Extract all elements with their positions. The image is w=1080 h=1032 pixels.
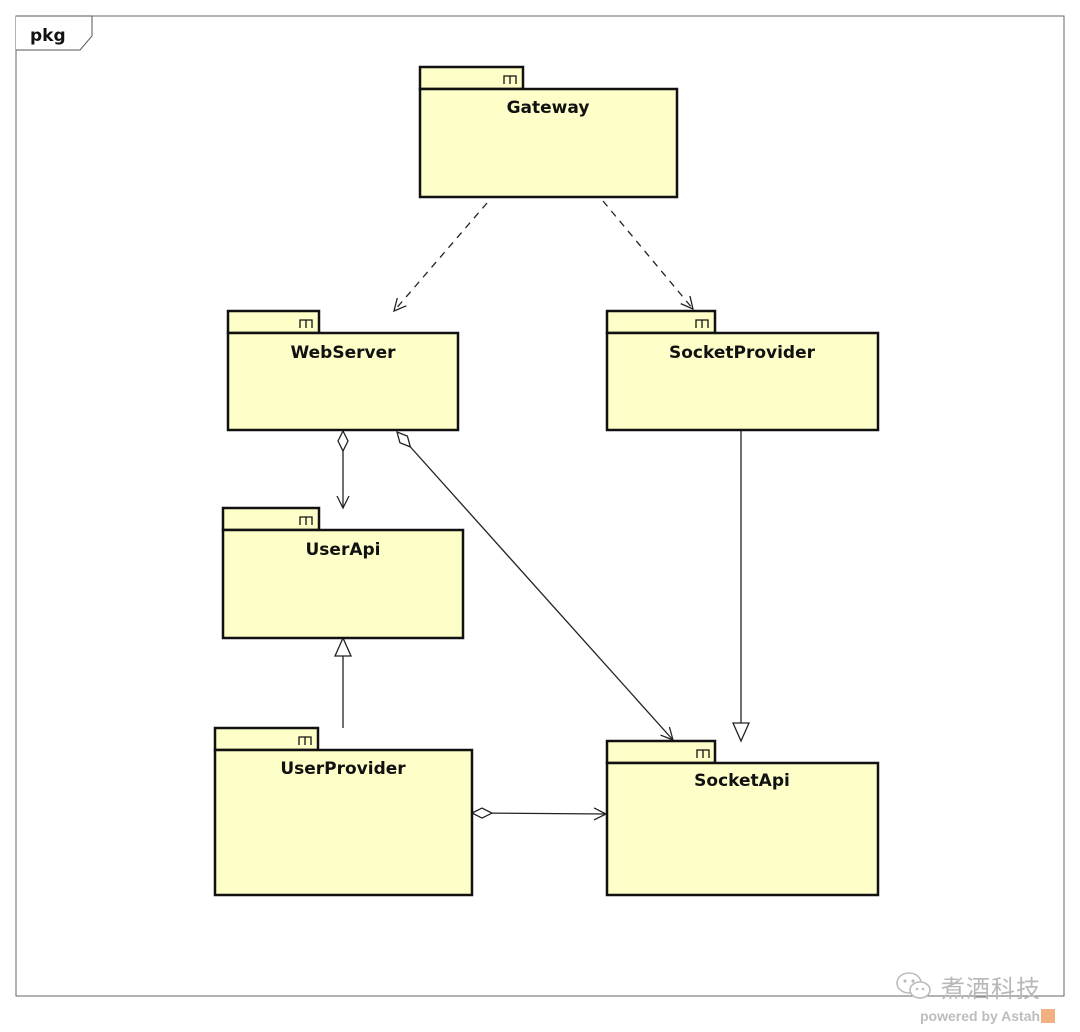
watermark-text: 煮酒科技 bbox=[941, 974, 1041, 1003]
package-name: UserProvider bbox=[280, 759, 406, 779]
package-name: SocketApi bbox=[694, 771, 790, 791]
package-name: Gateway bbox=[507, 98, 590, 118]
package-webserver[interactable]: WebServer bbox=[226, 309, 460, 432]
package-icon bbox=[695, 319, 709, 328]
dependency-gateway-webserver bbox=[393, 202, 488, 313]
astah-logo-icon bbox=[1041, 1009, 1056, 1023]
package-icon bbox=[298, 736, 312, 745]
aggregation-webserver-socketapi bbox=[397, 432, 673, 740]
powered-by-footer: powered by Astah bbox=[920, 1008, 1056, 1024]
watermark: 煮酒科技 bbox=[895, 968, 1065, 1004]
package-icon bbox=[299, 319, 313, 328]
package-userapi[interactable]: UserApi bbox=[221, 506, 465, 640]
package-name: UserApi bbox=[306, 540, 381, 560]
package-icon bbox=[503, 75, 517, 84]
dependency-gateway-socketprovider bbox=[602, 200, 694, 311]
package-gateway[interactable]: Gateway bbox=[418, 65, 679, 199]
wechat-icon bbox=[896, 972, 931, 999]
relationships bbox=[333, 200, 751, 814]
powered-by-text: powered by Astah bbox=[920, 1008, 1041, 1024]
package-name: WebServer bbox=[291, 343, 397, 363]
package-socketapi[interactable]: SocketApi bbox=[605, 739, 880, 897]
frame-label: pkg bbox=[30, 26, 66, 46]
aggregation-userprovider-socketapi bbox=[472, 813, 606, 814]
package-name: SocketProvider bbox=[669, 343, 816, 363]
package-userprovider[interactable]: UserProvider bbox=[213, 726, 474, 897]
package-socketprovider[interactable]: SocketProvider bbox=[605, 309, 880, 432]
package-icon bbox=[299, 516, 313, 525]
package-icon bbox=[696, 749, 710, 758]
